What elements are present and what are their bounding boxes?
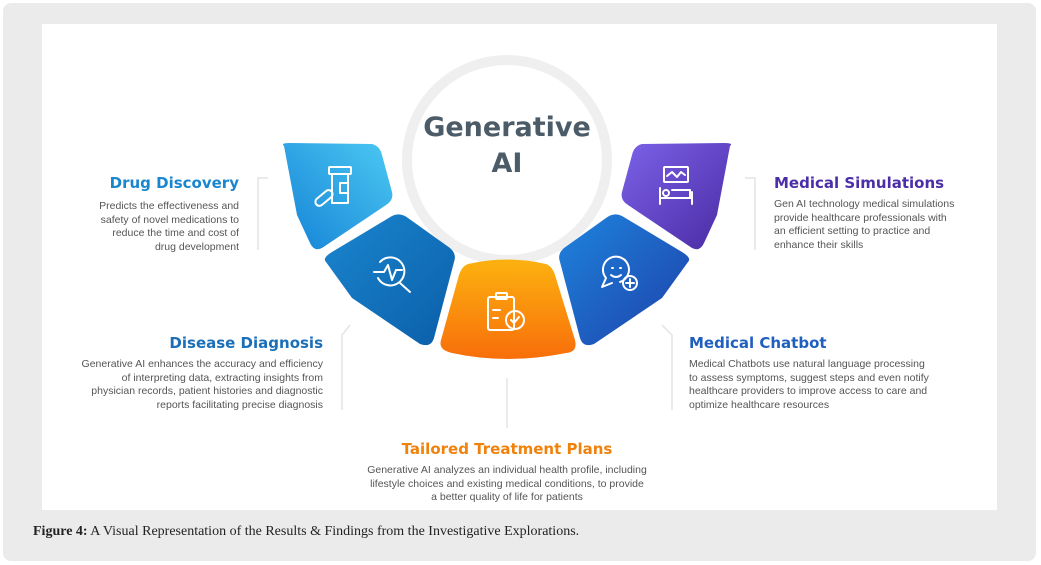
monitor-bed-icon bbox=[659, 166, 693, 205]
segment-disease-diagnosis bbox=[324, 214, 455, 346]
chat-plus-icon bbox=[601, 255, 638, 291]
chatbot-title: Medical Chatbot bbox=[689, 334, 827, 352]
diagnosis-magnifier-icon bbox=[373, 256, 411, 293]
disease-diagnosis-title: Disease Diagnosis bbox=[169, 334, 323, 352]
segment-drug-discovery bbox=[282, 143, 393, 250]
treatment-desc: Generative AI analyzes an individual hea… bbox=[367, 464, 647, 503]
figure-caption: Figure 4: A Visual Representation of the… bbox=[33, 524, 580, 539]
simulations-title: Medical Simulations bbox=[774, 174, 945, 192]
treatment-title: Tailored Treatment Plans bbox=[401, 440, 613, 458]
segment-treatment bbox=[440, 259, 576, 359]
clipboard-check-icon bbox=[487, 292, 525, 331]
connector-drug bbox=[257, 177, 268, 250]
chatbot-desc: Medical Chatbots use natural language pr… bbox=[689, 358, 929, 411]
connector-diagnosis bbox=[341, 324, 351, 410]
drug-discovery-title: Drug Discovery bbox=[109, 174, 239, 192]
connector-simulations bbox=[745, 177, 756, 250]
segment-simulations bbox=[621, 143, 732, 250]
pill-bottle-icon bbox=[314, 166, 352, 207]
disease-diagnosis-desc: Generative AI enhances the accuracy and … bbox=[81, 358, 323, 411]
connector-chatbot bbox=[661, 324, 673, 410]
